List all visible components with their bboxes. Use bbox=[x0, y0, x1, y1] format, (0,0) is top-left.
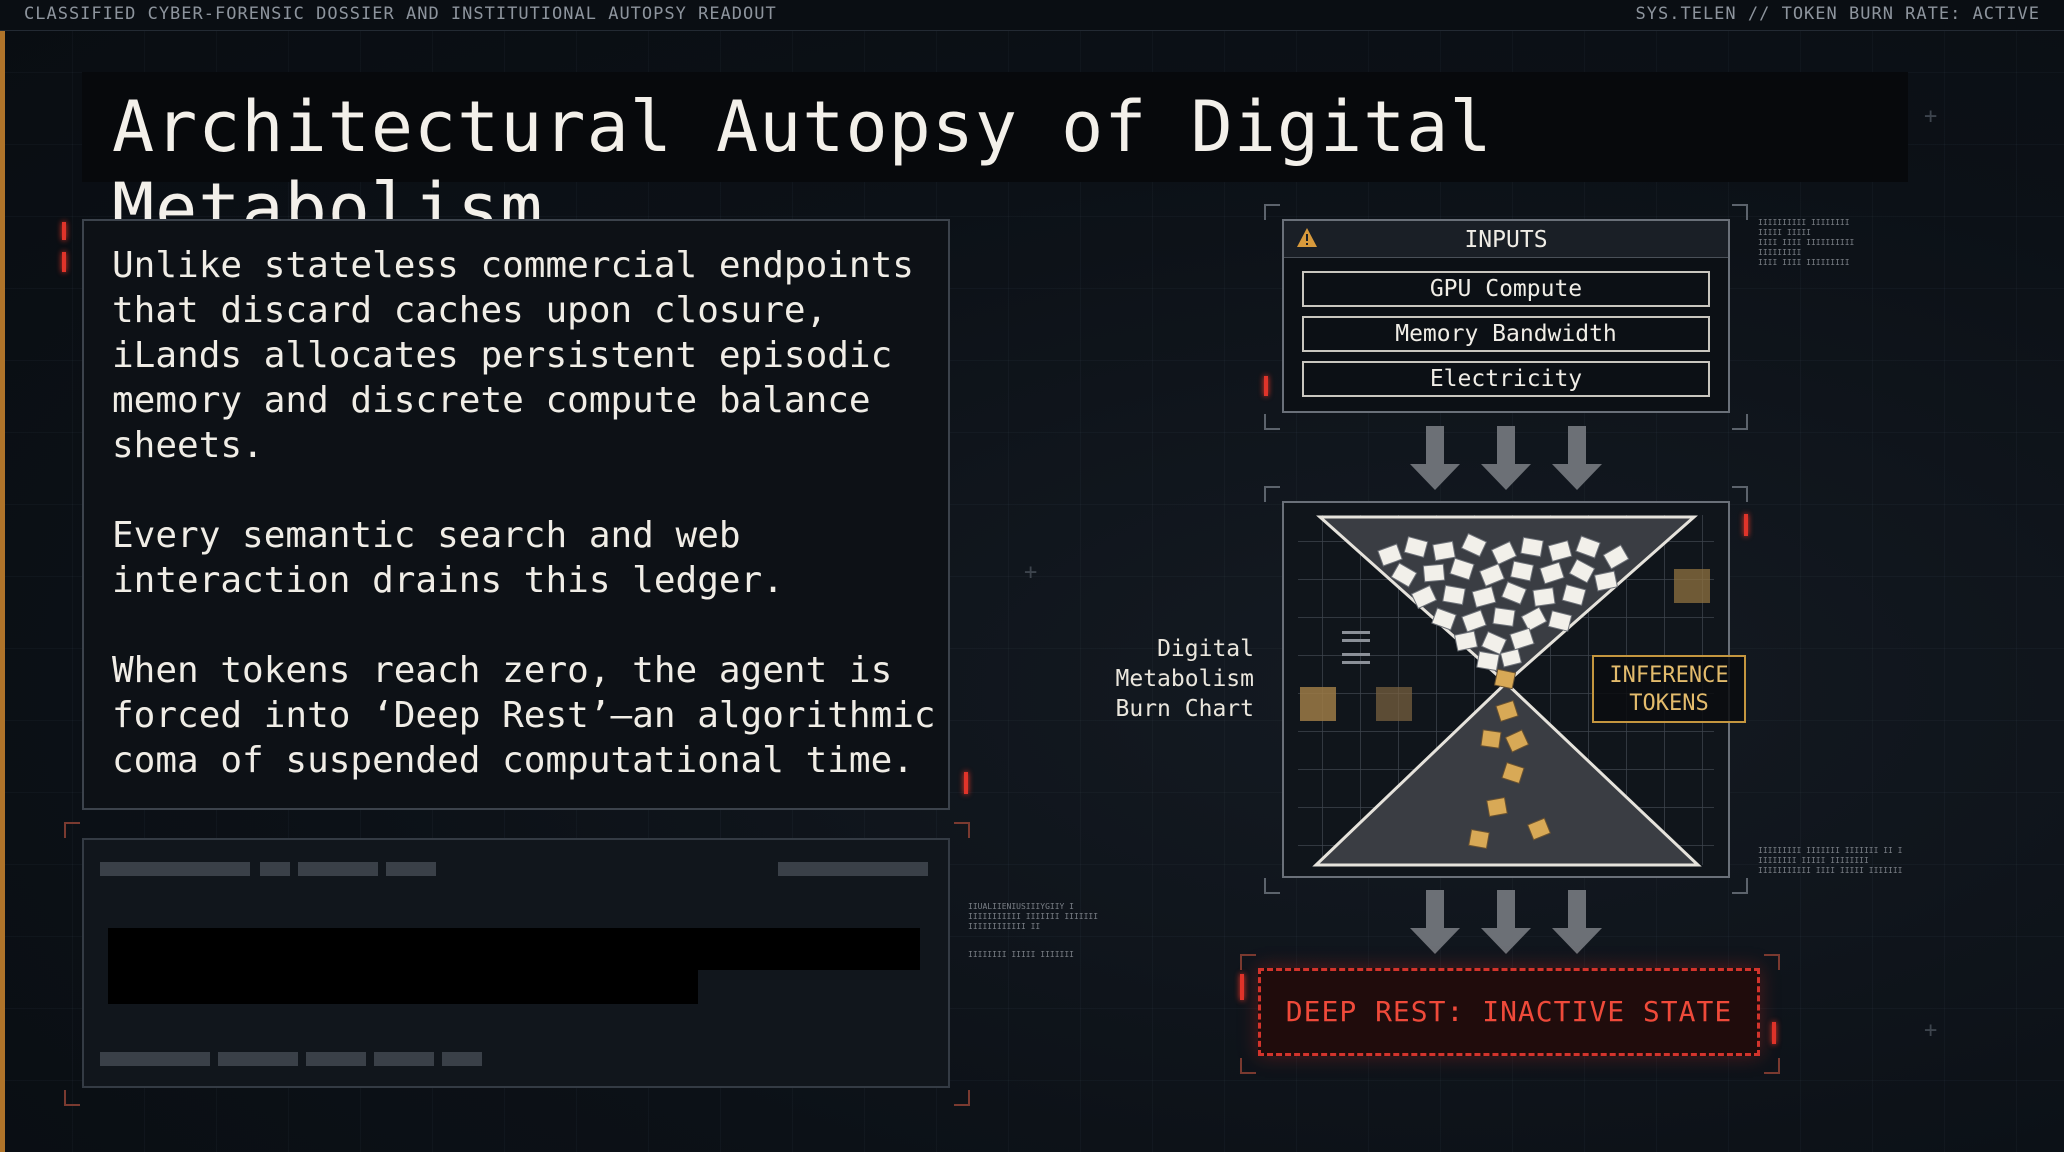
token-cards-top bbox=[1377, 532, 1630, 672]
redaction-bar bbox=[298, 862, 378, 876]
redaction-bar bbox=[778, 862, 928, 876]
frame-corner bbox=[1240, 1058, 1256, 1074]
frame-corner bbox=[1264, 878, 1280, 894]
frame-corner bbox=[1264, 486, 1280, 502]
warning-icon bbox=[1297, 228, 1317, 247]
redaction-block bbox=[108, 928, 920, 970]
arrow-down-icon bbox=[1552, 890, 1602, 954]
redaction-bar bbox=[386, 862, 436, 876]
input-memory-bandwidth: Memory Bandwidth bbox=[1302, 316, 1710, 352]
token-cards-falling bbox=[1468, 668, 1551, 850]
arrow-down-icon bbox=[1410, 426, 1460, 490]
input-electricity: Electricity bbox=[1302, 361, 1710, 397]
decorative-microtext: IIUALIIENIUSIIIYGIIY I IIIIIIIIIII IIIII… bbox=[968, 902, 1099, 931]
paragraph-1: Unlike stateless commercial endpoints th… bbox=[112, 245, 914, 466]
top-bar: CLASSIFIED CYBER-FORENSIC DOSSIER AND IN… bbox=[0, 0, 2064, 31]
input-gpu-compute: GPU Compute bbox=[1302, 271, 1710, 307]
topbar-classification: CLASSIFIED CYBER-FORENSIC DOSSIER AND IN… bbox=[24, 4, 777, 24]
alert-tick bbox=[964, 772, 968, 794]
arrow-down-icon bbox=[1410, 890, 1460, 954]
redacted-panel bbox=[82, 838, 950, 1088]
arrow-down-icon bbox=[1481, 426, 1531, 490]
page-title: Architectural Autopsy of Digital Metabol… bbox=[112, 86, 1493, 250]
redaction-bar bbox=[260, 862, 290, 876]
alert-tick bbox=[1772, 1022, 1776, 1044]
arrow-down-icon bbox=[1481, 890, 1531, 954]
redaction-bar bbox=[374, 1052, 434, 1066]
deep-rest-label: DEEP REST: INACTIVE STATE bbox=[1285, 995, 1733, 1028]
frame-corner bbox=[1240, 954, 1256, 970]
frame-corner bbox=[1264, 414, 1280, 430]
frame-corner bbox=[1732, 486, 1748, 502]
topbar-status: SYS.TELEN // TOKEN BURN RATE: ACTIVE bbox=[1635, 4, 2040, 24]
crosshair-mark: + bbox=[1024, 560, 1038, 585]
inputs-box: INPUTS GPU Compute Memory Bandwidth Elec… bbox=[1282, 219, 1730, 413]
frame-corner bbox=[64, 822, 80, 838]
alert-tick bbox=[1264, 376, 1268, 396]
description-panel: Unlike stateless commercial endpoints th… bbox=[82, 219, 950, 810]
redaction-bar bbox=[100, 1052, 210, 1066]
deep-rest-state: DEEP REST: INACTIVE STATE bbox=[1258, 968, 1760, 1056]
inference-tokens-label: INFERENCE TOKENS bbox=[1592, 655, 1746, 723]
decorative-microtext: IIIIIIIII IIIIIII IIIIIII II I IIIIIIII … bbox=[1758, 846, 1903, 875]
burn-chart-label-text: Digital Metabolism Burn Chart bbox=[1115, 636, 1254, 722]
inputs-header: INPUTS bbox=[1284, 221, 1728, 258]
redaction-bar bbox=[218, 1052, 298, 1066]
paragraph-3: When tokens reach zero, the agent is for… bbox=[112, 650, 936, 781]
alert-tick bbox=[1240, 974, 1244, 1000]
decorative-microtext: IIIIIIII IIIII IIIIIII bbox=[968, 950, 1074, 959]
crosshair-mark: + bbox=[1924, 104, 1938, 129]
left-accent-bar bbox=[0, 30, 5, 1152]
alert-tick bbox=[62, 222, 66, 240]
frame-corner bbox=[1732, 414, 1748, 430]
redaction-bar bbox=[442, 1052, 482, 1066]
frame-corner bbox=[1732, 878, 1748, 894]
alert-tick bbox=[1744, 514, 1748, 536]
paragraph-2: Every semantic search and web interactio… bbox=[112, 515, 784, 601]
frame-corner bbox=[954, 1090, 970, 1106]
frame-corner bbox=[1732, 204, 1748, 220]
burn-chart-label: Digital Metabolism Burn Chart bbox=[1080, 634, 1254, 724]
decorative-microtext: IIIIIIIIII IIIIIIII IIIII IIIII IIII III… bbox=[1758, 218, 1855, 267]
frame-corner bbox=[1264, 204, 1280, 220]
inputs-title: INPUTS bbox=[1464, 227, 1548, 253]
frame-corner bbox=[64, 1090, 80, 1106]
frame-corner bbox=[954, 822, 970, 838]
frame-corner bbox=[1764, 954, 1780, 970]
arrow-down-icon bbox=[1552, 426, 1602, 490]
redaction-bar bbox=[306, 1052, 366, 1066]
frame-corner bbox=[1764, 1058, 1780, 1074]
alert-tick bbox=[62, 252, 66, 272]
redaction-bar bbox=[100, 862, 250, 876]
crosshair-mark: + bbox=[1924, 1018, 1938, 1043]
inference-tokens-text: INFERENCE TOKENS bbox=[1609, 663, 1729, 716]
redaction-block bbox=[108, 968, 698, 1004]
title-banner: Architectural Autopsy of Digital Metabol… bbox=[82, 72, 1908, 250]
